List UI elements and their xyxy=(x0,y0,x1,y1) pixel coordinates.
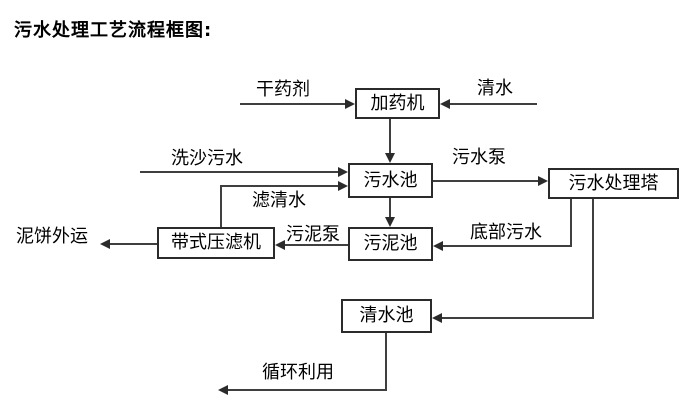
line-sewage-pump xyxy=(433,180,539,182)
page-title: 污水处理工艺流程框图: xyxy=(14,20,213,41)
arrowhead-down-icon xyxy=(385,153,395,163)
line-clean-water xyxy=(450,103,537,105)
line-filtered-water xyxy=(220,185,340,187)
node-sewage-pool: 污水池 xyxy=(348,163,433,198)
line-filtered-water-vertical xyxy=(220,186,222,227)
label-mud-cake-outbound: 泥饼外运 xyxy=(16,226,88,247)
line-bottom-sewage xyxy=(443,245,572,247)
node-sludge-pool: 污泥池 xyxy=(348,227,433,261)
node-dosing-machine: 加药机 xyxy=(355,88,440,119)
node-clean-water-pool: 清水池 xyxy=(341,299,432,333)
line-recycle-vertical xyxy=(385,333,387,390)
node-treatment-tower: 污水处理塔 xyxy=(548,168,679,199)
arrowhead-left-icon xyxy=(100,239,110,249)
label-recycling: 循环利用 xyxy=(262,362,334,383)
arrowhead-right-icon xyxy=(538,176,548,186)
line-tower-to-clean-vertical xyxy=(592,199,594,318)
line-sand-washing-sewage xyxy=(140,171,340,173)
arrowhead-down-icon xyxy=(385,217,395,227)
arrowhead-right-icon xyxy=(338,181,348,191)
line-mud-cake xyxy=(110,243,157,245)
label-sewage-pump: 污水泵 xyxy=(452,147,506,168)
arrowhead-left-icon xyxy=(275,240,285,250)
line-tower-to-clean xyxy=(442,317,594,319)
label-sand-washing-sewage: 洗沙污水 xyxy=(171,148,243,169)
label-sludge-pump: 污泥泵 xyxy=(286,224,340,245)
label-clean-water: 清水 xyxy=(477,78,513,99)
label-bottom-sewage: 底部污水 xyxy=(470,222,542,243)
arrowhead-left-icon xyxy=(218,385,228,395)
arrowhead-right-icon xyxy=(345,99,355,109)
line-bottom-sewage-vertical xyxy=(570,199,572,246)
line-dry-chemical xyxy=(240,103,346,105)
arrowhead-left-icon xyxy=(432,313,442,323)
label-filtered-water: 滤清水 xyxy=(252,190,306,211)
line-dosing-to-sewage xyxy=(389,119,391,155)
line-recycle xyxy=(228,389,387,391)
label-dry-chemical: 干药剂 xyxy=(256,79,310,100)
line-sewage-to-sludge xyxy=(389,198,391,218)
arrowhead-right-icon xyxy=(338,167,348,177)
node-belt-filter-press: 带式压滤机 xyxy=(157,227,275,259)
line-sludge-pump xyxy=(285,244,348,246)
arrowhead-left-icon xyxy=(433,241,443,251)
arrowhead-left-icon xyxy=(440,99,450,109)
